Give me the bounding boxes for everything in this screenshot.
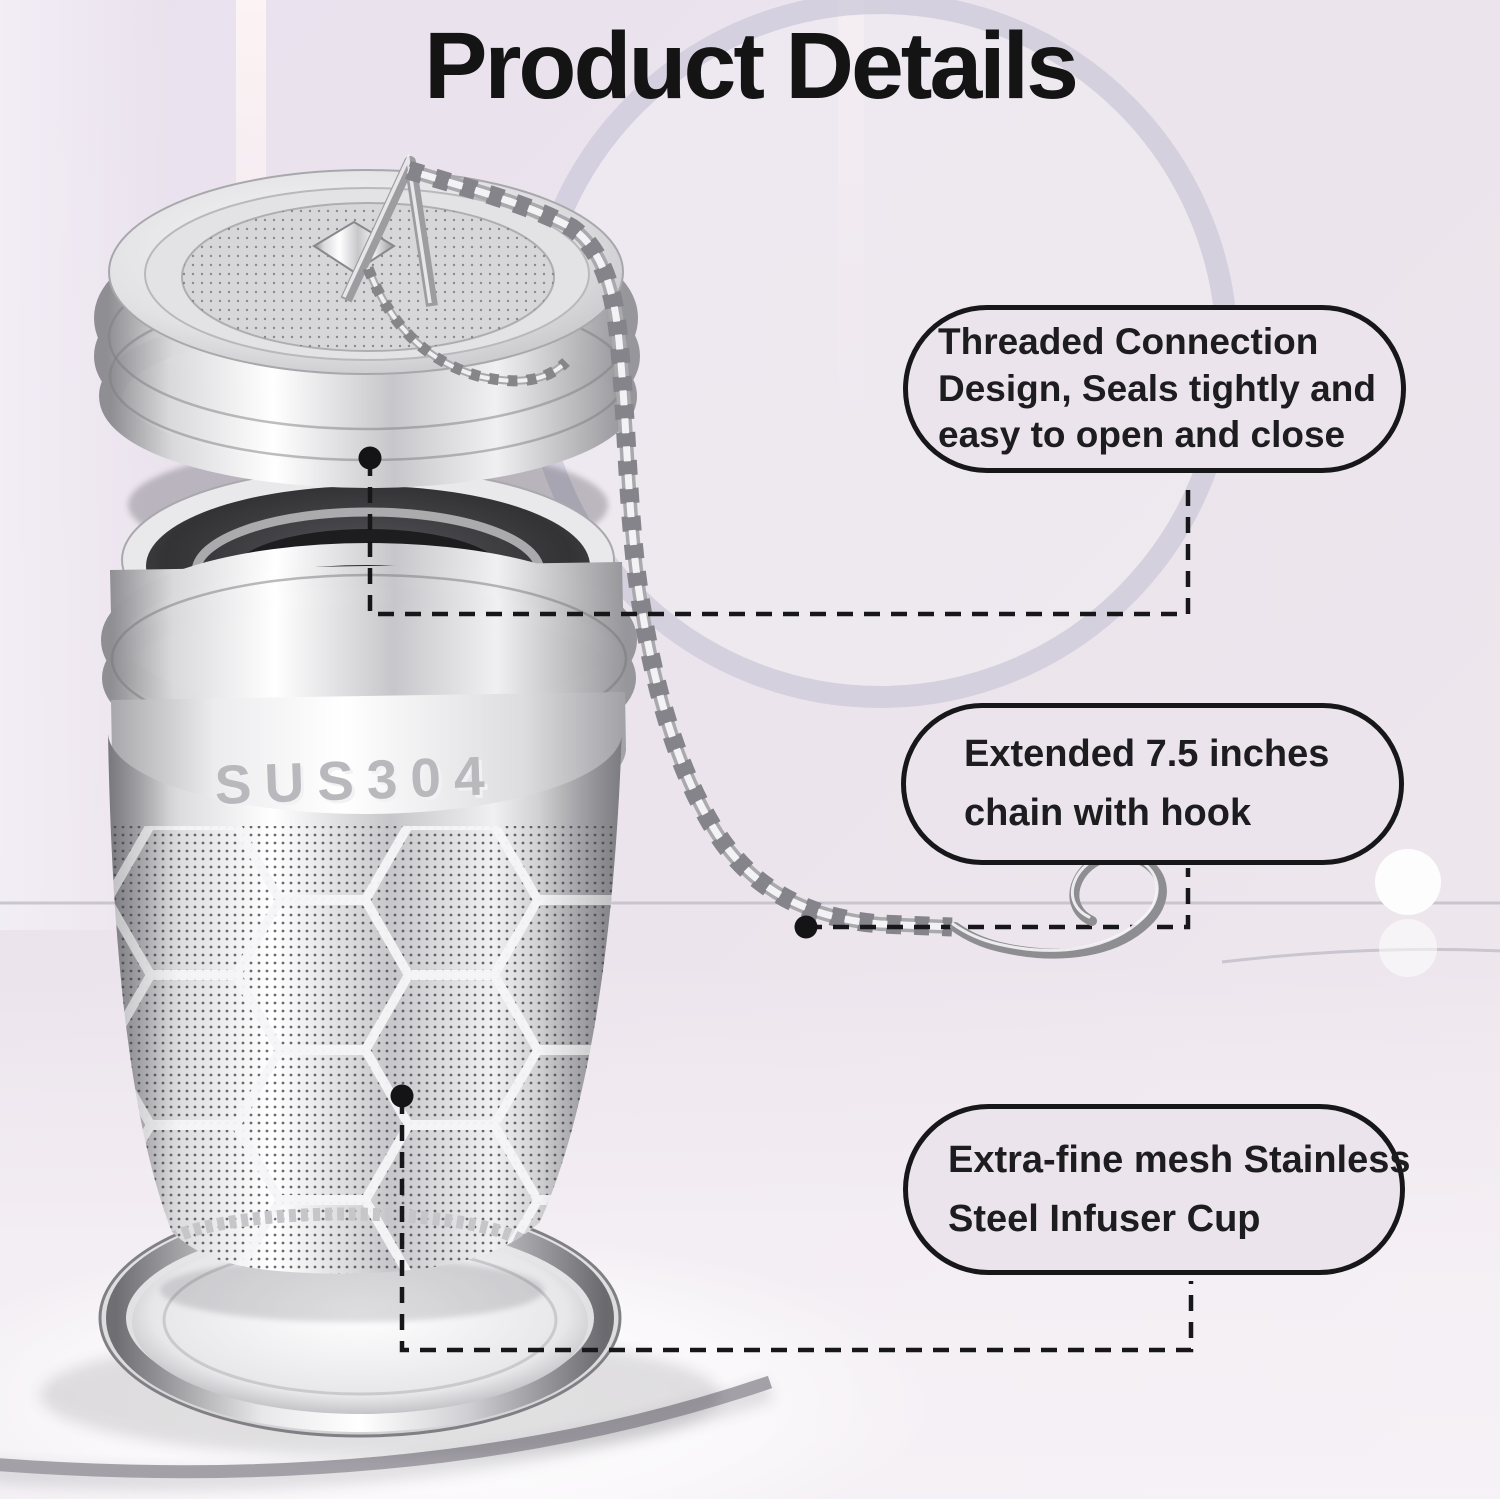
callout-chain-with-hook: Extended 7.5 inches chain with hook bbox=[901, 703, 1404, 865]
clasp-wire-highlight bbox=[342, 152, 432, 304]
page-title: Product Details bbox=[424, 13, 1079, 119]
platform-edge-line bbox=[1221, 947, 1500, 964]
callout-text-line: Design, Seals tightly and bbox=[938, 367, 1376, 409]
anchor-dot-threaded bbox=[358, 446, 382, 470]
cup-shadow-in-tray bbox=[160, 1258, 544, 1322]
anchor-dot-chain bbox=[794, 915, 818, 939]
callout-text-line: chain with hook bbox=[964, 792, 1252, 834]
hook bbox=[950, 850, 1167, 959]
leader-line-chain bbox=[806, 868, 1191, 930]
engraving-text: SUS304 bbox=[214, 744, 499, 816]
callout-text-line: easy to open and close bbox=[938, 414, 1346, 456]
anchor-dots bbox=[358, 446, 818, 1108]
cup-side-shading bbox=[108, 730, 623, 1274]
lid bbox=[94, 169, 640, 488]
slack-chain bbox=[362, 266, 570, 387]
leader-lines bbox=[367, 460, 1194, 1353]
background-stripe bbox=[838, 0, 864, 430]
callout-threaded-connection: Threaded Connection Design, Seals tightl… bbox=[903, 305, 1406, 473]
sphere-reflection bbox=[1379, 919, 1437, 977]
chain bbox=[405, 160, 953, 937]
callout-text-line: Extended 7.5 inches bbox=[964, 733, 1330, 776]
callout-text-line: Steel Infuser Cup bbox=[948, 1197, 1261, 1240]
callout-text-line: Extra-fine mesh Stainless bbox=[948, 1138, 1411, 1181]
callout-mesh-infuser-cup: Extra-fine mesh Stainless Steel Infuser … bbox=[903, 1104, 1411, 1275]
background-circle bbox=[544, 14, 1216, 686]
chain-assembly bbox=[312, 152, 953, 937]
infuser-cup: SUS304 SUS304 bbox=[101, 445, 637, 1274]
leader-line-threaded bbox=[367, 460, 1191, 617]
anchor-dot-mesh bbox=[390, 1084, 414, 1108]
callout-text-line: Threaded Connection bbox=[938, 321, 1319, 363]
engraving-highlight: SUS304 bbox=[217, 747, 502, 819]
decor-sphere bbox=[1375, 849, 1441, 915]
shoulder-band bbox=[111, 692, 626, 831]
